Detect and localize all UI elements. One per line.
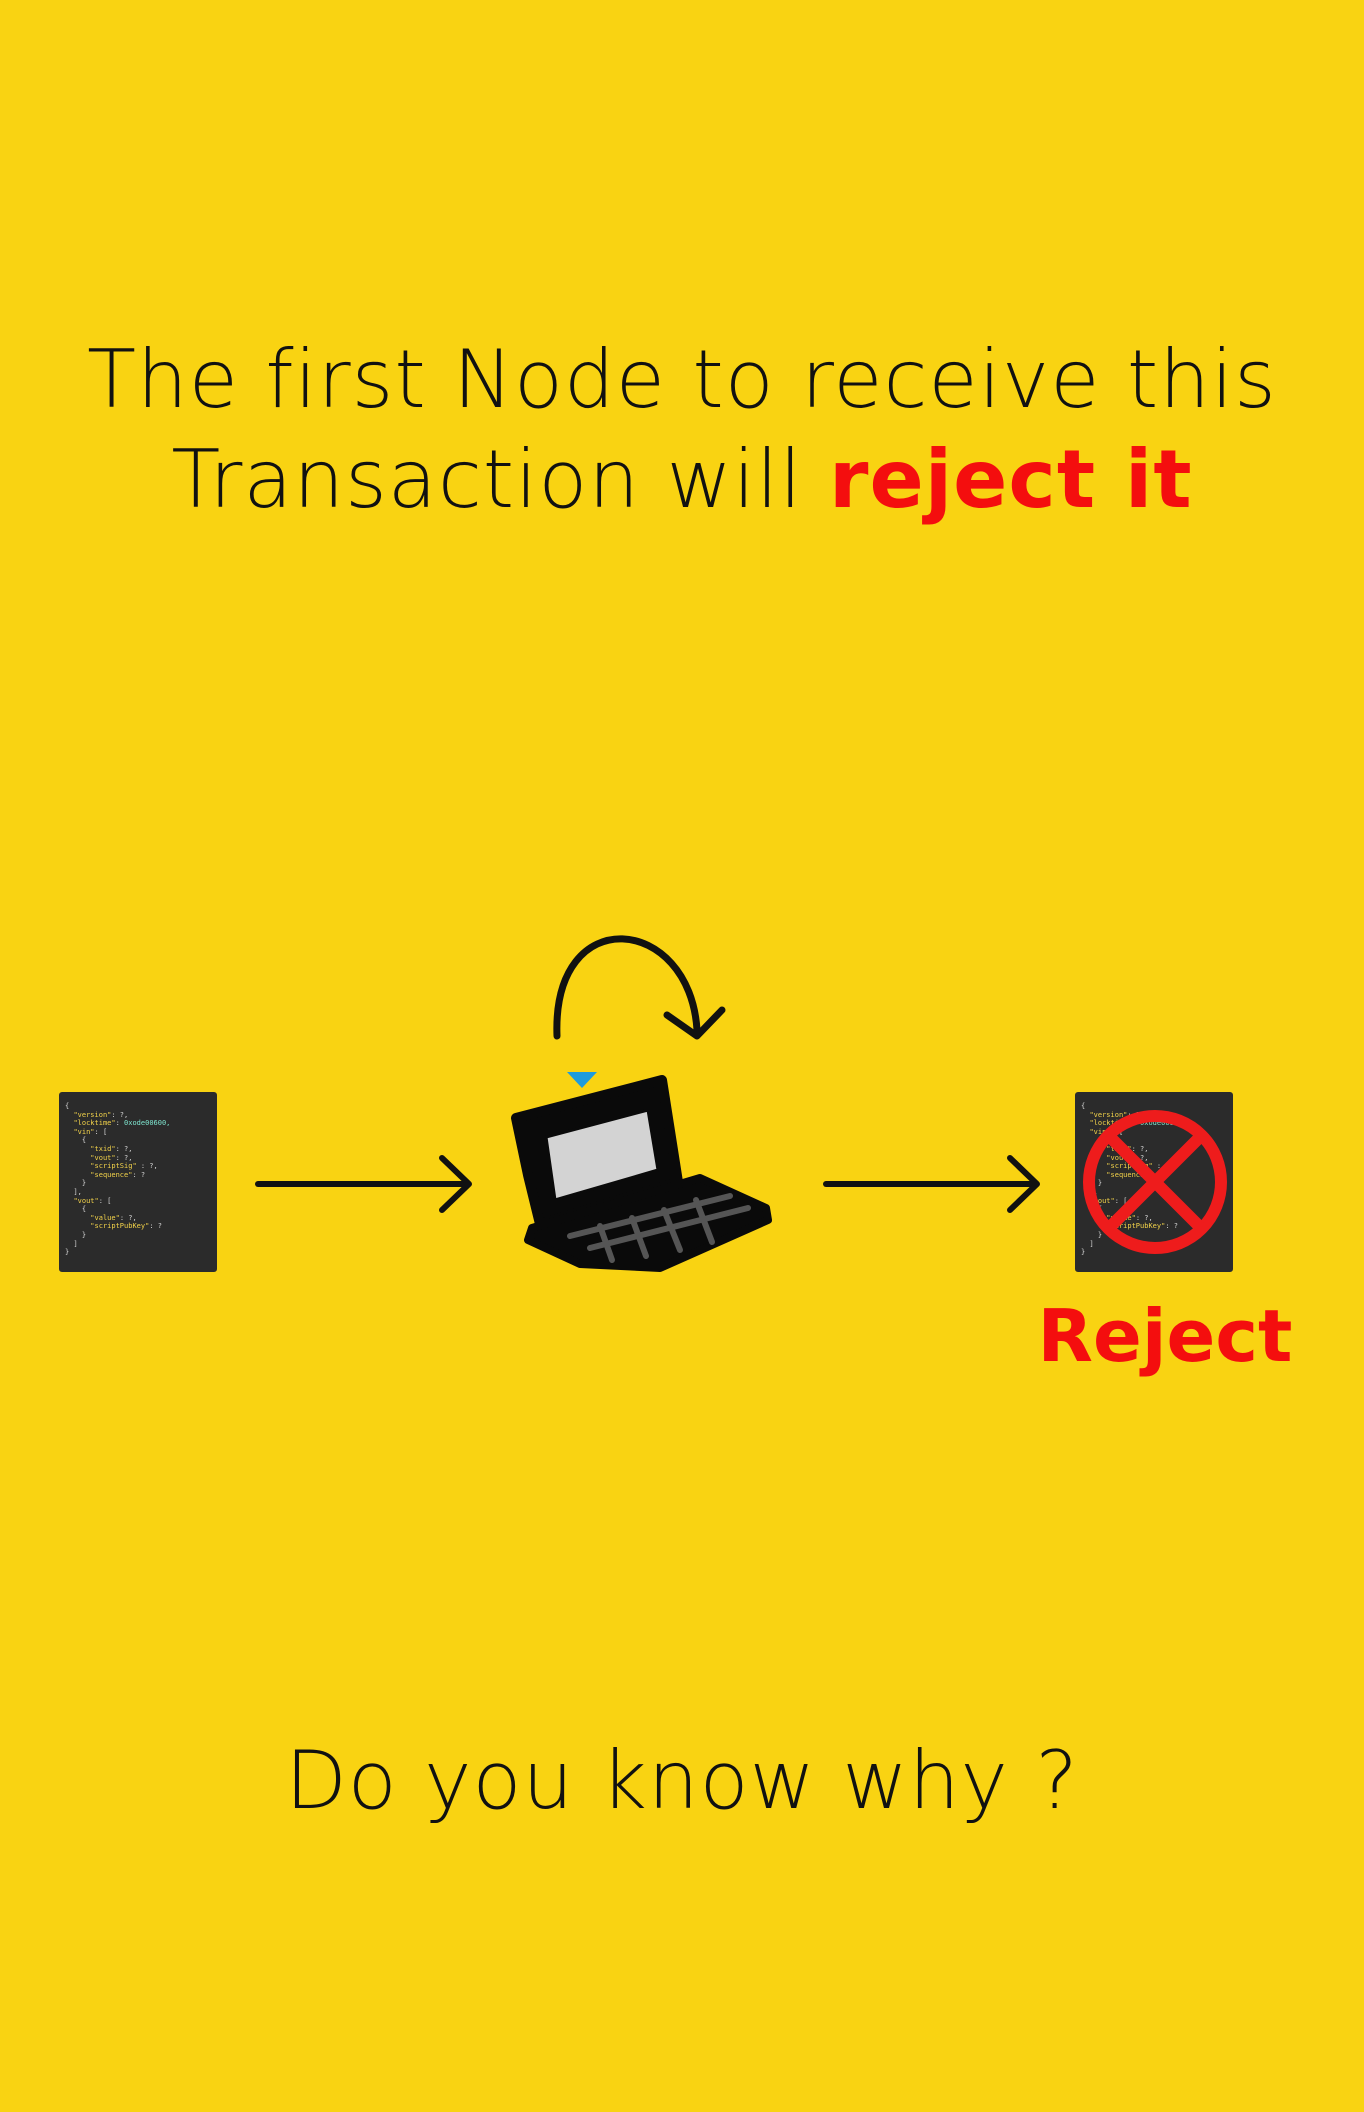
heading: The first Node to receive this Transacti…: [0, 330, 1364, 530]
code-rest: : ?,: [115, 1144, 133, 1153]
code-line: "locktime": 0xode00600,: [65, 1119, 211, 1128]
code-rest: : ?,: [111, 1110, 129, 1119]
code-line: "scriptSig" : ?,: [65, 1162, 211, 1171]
code-rest: : ?,: [119, 1213, 137, 1222]
code-key: "sequence": [90, 1170, 133, 1179]
code-rest: : [: [94, 1127, 108, 1136]
code-line: "sequence": ?: [65, 1171, 211, 1180]
code-key: "scriptPubKey": [1106, 1222, 1166, 1231]
code-line: ]: [65, 1240, 211, 1249]
code-value: 0xode00600,: [1140, 1119, 1187, 1128]
code-key: "vout": [1089, 1196, 1115, 1205]
laptop-icon: [511, 1075, 772, 1272]
code-key: "scriptPubKey": [90, 1222, 150, 1231]
heading-line-2-prefix: Transaction will: [171, 433, 830, 526]
indicator-icon: [567, 1072, 597, 1088]
code-text: }: [65, 1248, 70, 1257]
code-key: "locktime": [1089, 1119, 1132, 1128]
code-key: "vin": [73, 1127, 95, 1136]
code-text: {: [1081, 1102, 1086, 1110]
code-text: }: [81, 1230, 87, 1239]
code-text: }: [1097, 1179, 1103, 1188]
code-key: "value": [90, 1213, 120, 1222]
code-rest: : [: [98, 1196, 112, 1205]
code-line: {: [65, 1102, 211, 1111]
code-rest: : [: [1114, 1196, 1128, 1205]
code-key: "vout": [73, 1196, 99, 1205]
code-line: }: [65, 1248, 211, 1257]
code-line: "scriptPubKey": ?: [65, 1222, 211, 1231]
code-key: "vout": [90, 1153, 116, 1162]
code-line: "vout": ?,: [65, 1154, 211, 1163]
code-line: }: [65, 1179, 211, 1188]
code-key: "txid": [90, 1144, 116, 1153]
code-text: {: [81, 1136, 87, 1145]
heading-line-2: Transaction will reject it: [0, 430, 1364, 530]
code-key: "scriptSig": [90, 1162, 137, 1171]
code-line: "scriptPubKey": ?: [1081, 1222, 1227, 1231]
code-key: "scriptSig": [1106, 1162, 1153, 1171]
code-value: 0xode00600,: [124, 1119, 171, 1128]
question-text: Do you know why ?: [285, 1734, 1079, 1827]
code-rest: : ?,: [1131, 1144, 1149, 1153]
code-rest: : ?: [132, 1170, 146, 1179]
code-line: }: [1081, 1231, 1227, 1240]
code-rest: : ?,: [136, 1162, 158, 1171]
code-line: ]: [1081, 1240, 1227, 1249]
code-text: }: [1097, 1230, 1103, 1239]
heading-line-1: The first Node to receive this: [87, 333, 1277, 426]
code-line: {: [65, 1205, 211, 1214]
heading-highlight: reject it: [829, 433, 1193, 526]
cross-circle-icon: [1083, 1110, 1227, 1254]
code-line: "vout": [: [1081, 1197, 1227, 1206]
code-rest: : ?,: [115, 1153, 133, 1162]
code-line: "value": ?,: [65, 1214, 211, 1223]
code-key: "version": [73, 1110, 112, 1119]
code-line: "version": ?,: [65, 1111, 211, 1120]
code-line: {: [65, 1136, 211, 1145]
code-text: {: [65, 1102, 70, 1110]
code-text: ],: [73, 1187, 82, 1196]
code-line: ],: [65, 1188, 211, 1197]
code-key: "vin": [1089, 1127, 1111, 1136]
code-line: }: [65, 1231, 211, 1240]
code-text: ]: [1089, 1239, 1094, 1248]
code-line: }: [1081, 1248, 1227, 1257]
code-text: {: [81, 1205, 87, 1214]
reject-label: Reject: [1037, 1294, 1293, 1378]
code-rest: : ?,: [1135, 1213, 1153, 1222]
arrow-right-icon: [255, 1155, 472, 1213]
code-line: "vout": [: [65, 1197, 211, 1206]
arrow-right-icon: [823, 1155, 1040, 1213]
code-rest: : ?: [149, 1222, 162, 1231]
code-rest: : ?: [1165, 1222, 1178, 1231]
code-text: }: [1081, 1248, 1086, 1257]
code-text: ]: [73, 1239, 78, 1248]
code-line: "txid": ?,: [65, 1145, 211, 1154]
code-line: "vin": [: [65, 1128, 211, 1137]
code-key: "vout": [1106, 1153, 1132, 1162]
code-line: {: [1081, 1102, 1227, 1111]
code-key: "version": [1089, 1110, 1128, 1119]
transaction-card-input: { "version": ?, "locktime": 0xode00600, …: [59, 1092, 217, 1272]
curved-arrow-icon: [553, 935, 726, 1040]
code-line: }: [1081, 1179, 1227, 1188]
code-key: "sequence": [1106, 1170, 1149, 1179]
code-key: "locktime": [73, 1119, 116, 1128]
code-text: }: [81, 1179, 87, 1188]
code-rest: :: [115, 1119, 125, 1128]
